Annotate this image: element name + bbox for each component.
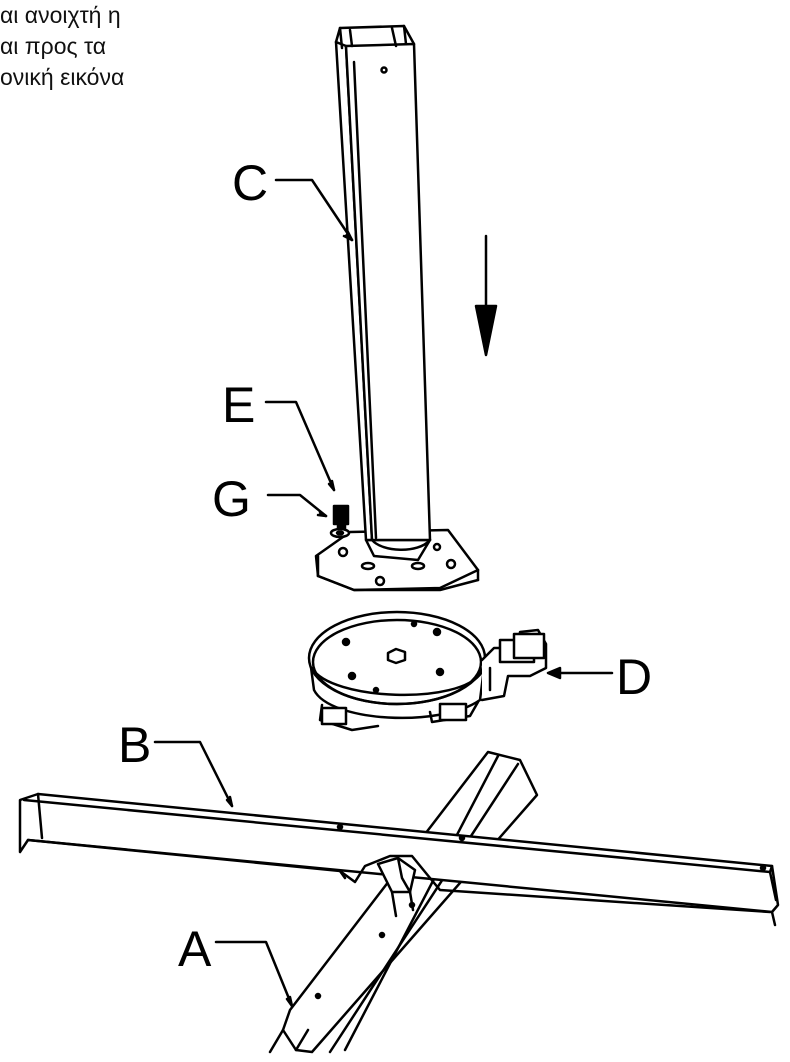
base-rail-b [18,792,780,927]
screw-e-and-washer-g [329,504,351,539]
down-arrow [474,234,498,357]
leader-lines [153,178,614,1008]
callout-d: D [616,649,652,705]
base-rail-a [268,750,539,1054]
post-c [314,24,480,592]
callout-e: E [222,377,255,433]
callout-c: C [232,155,268,211]
callout-a: A [178,921,212,977]
callout-b: B [118,717,151,773]
bearing-unit-d [307,610,548,732]
instruction-line-1: αι ανοιχτή η [0,2,121,28]
instruction-text-fragment: αι ανοιχτή η αι προς τα ονική εικόνα [0,0,230,93]
callout-g: G [212,471,251,527]
instruction-line-3: ονική εικόνα [0,64,125,90]
instruction-line-2: αι προς τα [0,33,107,59]
